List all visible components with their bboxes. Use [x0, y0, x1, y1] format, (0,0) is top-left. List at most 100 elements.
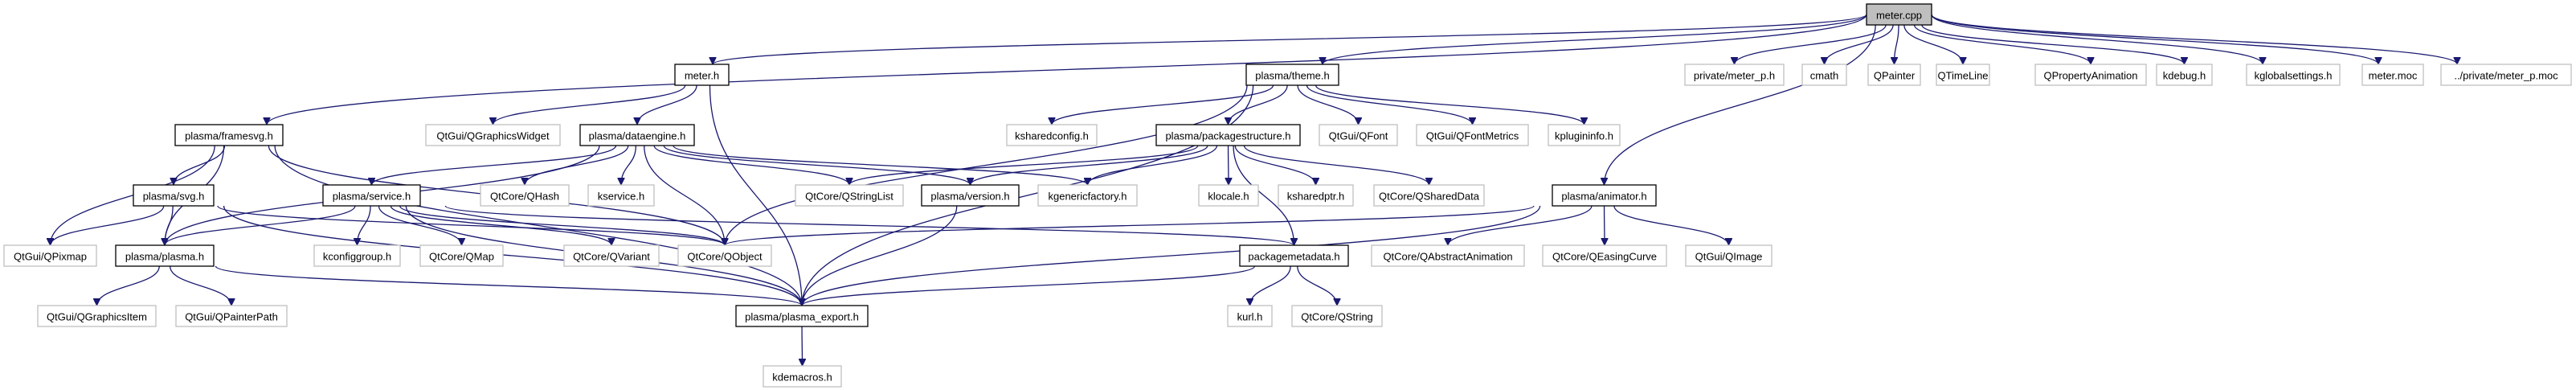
- node-qabstractanim: QtCore/QAbstractAnimation: [1371, 244, 1525, 267]
- edge-dataengine-to-qobject: [644, 145, 725, 245]
- node-box: [2034, 64, 2147, 86]
- node-label: kgenericfactory.h: [1048, 191, 1126, 203]
- node-box: [1198, 184, 1259, 207]
- edge-dataengine-to-kservice: [621, 145, 637, 185]
- edge-meter-cpp-to-meter-moc: [1931, 14, 2378, 65]
- edge-packagestructure-to-ksharedptr: [1234, 145, 1315, 186]
- node-box: [1291, 305, 1383, 327]
- node-packagemetadata[interactable]: packagemetadata.h: [1239, 244, 1349, 267]
- node-box: [1155, 124, 1301, 146]
- node-box: [175, 305, 288, 327]
- node-box: [1227, 305, 1273, 327]
- node-box: [1936, 64, 1990, 86]
- edge-plasma-h-to-qpainterpath: [169, 265, 231, 306]
- node-qstringlist: QtCore/QStringList: [795, 184, 904, 207]
- node-box: [2440, 64, 2572, 86]
- edge-meter-cpp-to-qtimeline: [1903, 24, 1963, 65]
- node-label: plasma/service.h: [333, 191, 411, 203]
- node-packagestructure[interactable]: plasma/packagestructure.h: [1155, 124, 1301, 146]
- node-box: [1542, 244, 1667, 267]
- node-qstring: QtCore/QString: [1291, 305, 1383, 327]
- edge-dataengine-to-qstringlist: [653, 145, 849, 186]
- node-label: plasma/svg.h: [143, 191, 205, 203]
- node-box: [921, 184, 1020, 207]
- node-label: QPainter: [1874, 70, 1916, 82]
- node-box: [1801, 64, 1847, 86]
- node-label: ksharedconfig.h: [1015, 130, 1089, 142]
- node-label: packagemetadata.h: [1248, 251, 1339, 263]
- node-box: [174, 124, 284, 146]
- node-label: kdemacros.h: [772, 372, 832, 384]
- node-box: [1684, 64, 1785, 86]
- node-kgenericfactory: kgenericfactory.h: [1037, 184, 1138, 207]
- node-label: QTimeLine: [1937, 70, 1988, 82]
- node-label: QtCore/QSharedData: [1379, 191, 1480, 203]
- edge-dataengine-to-service-h: [372, 145, 617, 186]
- node-label: QtGui/QGraphicsWidget: [436, 130, 550, 142]
- node-box: [2246, 64, 2341, 86]
- node-label: QtGui/QFontMetrics: [1426, 130, 1519, 142]
- edge-meter-h-to-plasma-export: [709, 84, 802, 306]
- node-label: plasma/plasma_export.h: [745, 311, 859, 323]
- node-ksharedconfig: ksharedconfig.h: [1006, 124, 1098, 146]
- node-kplugininfo: kplugininfo.h: [1548, 124, 1621, 146]
- node-box: [1867, 64, 1921, 86]
- node-qfontmetrics: QtGui/QFontMetrics: [1416, 124, 1529, 146]
- node-kdemacros: kdemacros.h: [763, 365, 842, 388]
- node-meter-h[interactable]: meter.h: [674, 64, 730, 86]
- edge-packagestructure-to-packagemetadata: [1233, 145, 1294, 245]
- node-dataengine[interactable]: plasma/dataengine.h: [579, 124, 695, 146]
- node-label: kglobalsettings.h: [2255, 70, 2333, 82]
- node-meter-cpp[interactable]: meter.cpp: [1866, 3, 1932, 26]
- edge-service-h-to-packagemetadata: [444, 205, 1294, 246]
- edge-packagestructure-to-kgenericfactory: [1088, 145, 1218, 186]
- edge-meter-cpp-to-meter-p-h: [1735, 24, 1887, 65]
- node-animator-h[interactable]: plasma/animator.h: [1552, 184, 1657, 207]
- node-meter-p-h: private/meter_p.h: [1684, 64, 1785, 86]
- node-label: klocale.h: [1208, 191, 1249, 203]
- node-label: plasma/framesvg.h: [185, 130, 273, 142]
- node-qpropanim: QPropertyAnimation: [2034, 64, 2147, 86]
- node-cmath: cmath: [1801, 64, 1847, 86]
- node-plasma-export[interactable]: plasma/plasma_export.h: [735, 305, 869, 327]
- edge-meter-h-to-qgraphicswidget: [493, 84, 686, 125]
- node-box: [322, 184, 421, 207]
- node-label: QtCore/QMap: [429, 251, 494, 263]
- edge-service-h-to-qvariant: [390, 205, 611, 246]
- node-label: QtGui/QImage: [1695, 251, 1763, 263]
- node-qimage: QtGui/QImage: [1685, 244, 1773, 267]
- node-qshareddata: QtCore/QSharedData: [1373, 184, 1485, 207]
- edge-dataengine-to-qhash: [525, 145, 629, 186]
- node-label: QtCore/QString: [1301, 311, 1373, 323]
- edge-framesvg-to-svg-h: [174, 145, 226, 186]
- edge-theme-h-to-qfont: [1297, 84, 1358, 125]
- edge-framesvg-to-qpixmap: [51, 145, 215, 245]
- edge-service-h-to-qmap: [378, 205, 461, 246]
- node-label: QtCore/QStringList: [805, 191, 893, 203]
- node-box: [579, 124, 695, 146]
- node-kglobalsettings: kglobalsettings.h: [2246, 64, 2341, 86]
- node-label: kplugininfo.h: [1555, 130, 1613, 142]
- edge-meter-cpp-to-qpropanim: [1913, 24, 2091, 65]
- node-version-h[interactable]: plasma/version.h: [921, 184, 1020, 207]
- edge-meter-cpp-to-kglobalsettings: [1931, 14, 2263, 65]
- node-svg-h[interactable]: plasma/svg.h: [133, 184, 215, 207]
- node-service-h[interactable]: plasma/service.h: [322, 184, 421, 207]
- node-meter-moc: meter.moc: [2361, 64, 2424, 86]
- node-kurl: kurl.h: [1227, 305, 1273, 327]
- edge-packagestructure-to-qshareddata: [1243, 145, 1429, 186]
- node-box: [1548, 124, 1621, 146]
- node-label: plasma/dataengine.h: [589, 130, 686, 142]
- node-label: QtCore/QAbstractAnimation: [1383, 251, 1512, 263]
- node-theme-h[interactable]: plasma/theme.h: [1245, 64, 1339, 86]
- edge-svg-h-to-qpixmap: [51, 205, 165, 246]
- node-framesvg[interactable]: plasma/framesvg.h: [174, 124, 284, 146]
- node-label: meter.cpp: [1876, 10, 1922, 22]
- node-label: cmath: [1810, 70, 1838, 82]
- edge-animator-h-to-qimage: [1613, 205, 1729, 246]
- node-box: [3, 244, 97, 267]
- node-klocale: klocale.h: [1198, 184, 1259, 207]
- node-ksharedptr: ksharedptr.h: [1278, 184, 1354, 207]
- node-plasma-h[interactable]: plasma/plasma.h: [115, 244, 215, 267]
- node-label: kurl.h: [1237, 311, 1263, 323]
